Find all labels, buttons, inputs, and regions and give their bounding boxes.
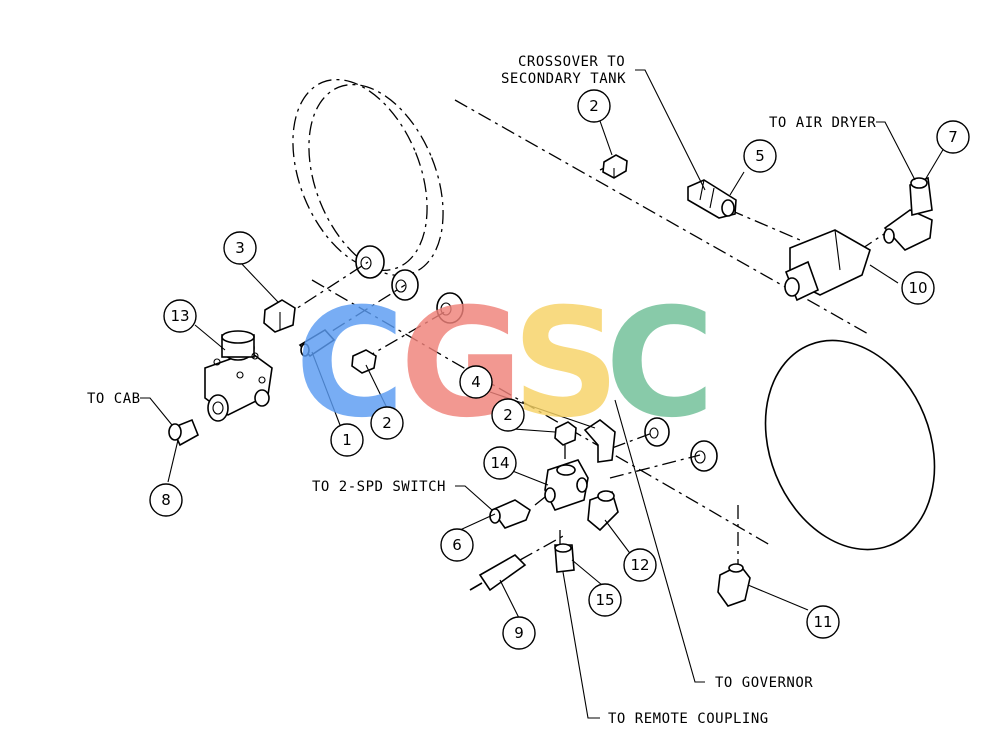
- center-line: [281, 261, 369, 319]
- tank-right-end: [764, 339, 936, 551]
- side-tee: [587, 490, 619, 532]
- balloon-number: 12: [630, 556, 649, 574]
- port-hole: [395, 279, 407, 293]
- callout-remote-coupling: TO REMOTE COUPLING: [608, 711, 769, 727]
- port-boss: [436, 292, 464, 324]
- port-boss: [355, 245, 385, 279]
- port-hole: [649, 427, 659, 439]
- balloon-8: 8: [149, 483, 183, 517]
- watermark-letter: S: [512, 277, 620, 451]
- drain-valve: [204, 330, 273, 422]
- watermark: C G S C: [295, 277, 715, 451]
- callout-air-dryer: TO AIR DRYER: [769, 115, 876, 131]
- center-line: [534, 496, 546, 506]
- balloon-number: 9: [514, 624, 524, 642]
- leader-crossover: [635, 69, 706, 191]
- port-hole: [440, 302, 452, 316]
- balloon-3: 3: [223, 231, 257, 265]
- callout-cab: TO CAB: [87, 391, 141, 407]
- balloon-number: 2: [589, 97, 599, 115]
- center-line: [519, 534, 566, 561]
- leader-remote: [562, 571, 600, 719]
- center-line: [729, 209, 801, 241]
- balloon-number: 2: [503, 406, 513, 424]
- parts: [168, 154, 933, 607]
- balloon-6: 6: [440, 528, 474, 562]
- coupling-fitting: [554, 543, 575, 573]
- leader-2spd: [455, 485, 493, 511]
- balloon-number: 7: [948, 128, 958, 146]
- center-line: [361, 309, 449, 361]
- balloon-14: 14: [483, 446, 517, 480]
- center-line: [609, 454, 701, 479]
- balloon-number: 8: [161, 491, 171, 509]
- balloon-leaders: [167, 120, 945, 619]
- balloon-number: 6: [452, 536, 462, 554]
- balloons: 1 2 2 2 3 4 5 6 7 8 9 10 11 12 13 14 15: [149, 89, 970, 650]
- plug-fitting: [351, 349, 377, 374]
- leader-air-dryer: [876, 121, 916, 181]
- balloon-number: 1: [342, 431, 352, 449]
- balloon-15: 15: [588, 583, 622, 617]
- tank-left-end: [292, 78, 428, 272]
- crossover-fitting: [687, 179, 737, 219]
- plug-fitting: [554, 421, 577, 446]
- balloon-13: 13: [163, 299, 197, 333]
- drain-cock: [717, 563, 751, 607]
- balloon-7: 7: [936, 120, 970, 154]
- callout-leaders: [140, 69, 916, 719]
- elbow-fitting: [883, 176, 933, 251]
- balloon-number: 5: [755, 147, 765, 165]
- balloon-12: 12: [623, 548, 657, 582]
- balloon-number: 14: [490, 454, 509, 472]
- port-boss: [644, 417, 670, 447]
- balloon-2: 2: [577, 89, 611, 123]
- callout-governor: TO GOVERNOR: [715, 675, 813, 691]
- balloon-number: 13: [170, 307, 189, 325]
- balloon-2: 2: [370, 406, 404, 440]
- balloon-4: 4: [459, 365, 493, 399]
- port-boss: [690, 440, 718, 472]
- switch-elbow: [489, 499, 531, 529]
- governor-elbow: [583, 419, 616, 463]
- leader-governor: [614, 399, 705, 683]
- callouts: CROSSOVER TO SECONDARY TANK TO AIR DRYER…: [87, 54, 876, 727]
- balloon-number: 4: [471, 373, 481, 391]
- balloon-10: 10: [901, 271, 935, 305]
- leader-cab: [140, 397, 173, 426]
- cab-elbow: [168, 418, 200, 447]
- safety-valve: [469, 554, 527, 592]
- balloon-number: 15: [595, 591, 614, 609]
- center-line: [309, 284, 406, 346]
- balloon-2: 2: [491, 398, 525, 432]
- center-line: [611, 431, 656, 449]
- tee-fitting: [784, 229, 871, 302]
- tank-bottom-line: [311, 279, 771, 546]
- port-hole: [694, 450, 706, 464]
- balloon-11: 11: [806, 605, 840, 639]
- balloon-5: 5: [743, 139, 777, 173]
- pipe-nipple: [298, 328, 336, 358]
- balloon-number: 11: [813, 613, 832, 631]
- watermark-letter: C: [605, 277, 715, 451]
- balloon-number: 10: [908, 279, 927, 297]
- port-hole: [360, 256, 372, 270]
- balloon-1: 1: [330, 423, 364, 457]
- callout-crossover-line1: CROSSOVER TO: [518, 54, 625, 70]
- balloon-9: 9: [502, 616, 536, 650]
- callout-2spd-switch: TO 2-SPD SWITCH: [312, 479, 446, 495]
- callout-crossover-line2: SECONDARY TANK: [501, 71, 626, 87]
- square-plug: [263, 299, 296, 333]
- plug-fitting: [602, 154, 628, 179]
- cross-tee: [544, 459, 589, 511]
- balloon-number: 3: [235, 239, 245, 257]
- balloon-number: 2: [382, 414, 392, 432]
